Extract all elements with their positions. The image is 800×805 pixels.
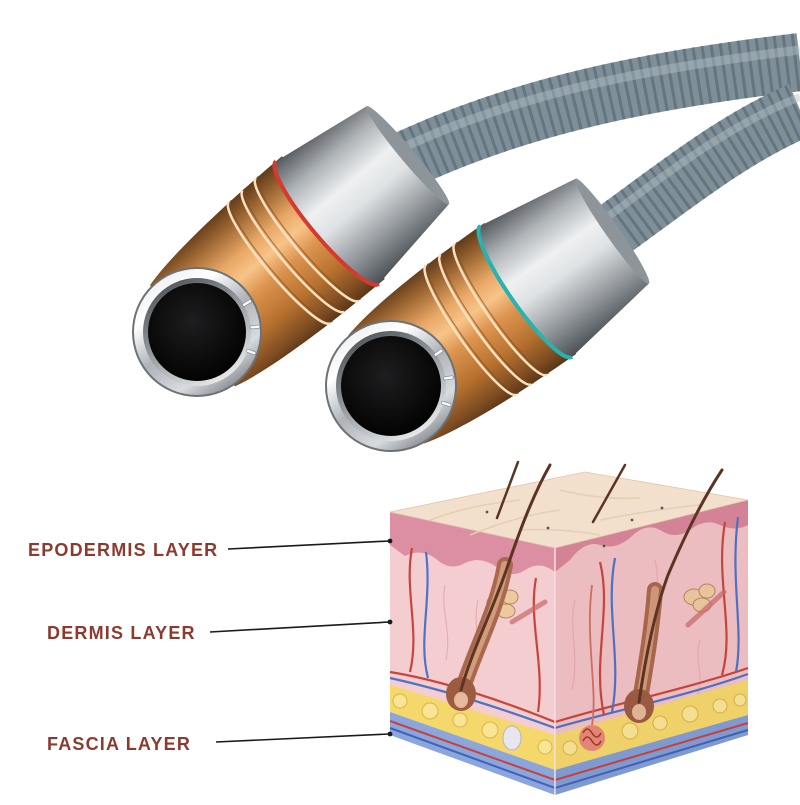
groove (253, 177, 360, 303)
fat-cell (681, 705, 699, 723)
artery (720, 521, 728, 676)
surface-line (519, 528, 601, 536)
left-lens-face (132, 267, 262, 397)
vein (423, 551, 430, 679)
fascia-right-band (555, 715, 748, 795)
fat-cell (537, 739, 553, 755)
epidermis-right-band (555, 500, 748, 572)
left-body-grooves (226, 175, 362, 325)
fat-right-band (555, 680, 748, 770)
fat-cell (421, 702, 439, 720)
arrector-pili-muscle (509, 599, 548, 625)
pores (485, 506, 664, 548)
fascia-left-band (390, 712, 555, 795)
hairs (459, 460, 724, 704)
fat-cell (481, 721, 499, 739)
right-hose-highlight (589, 93, 800, 232)
fascia-leader-line (215, 733, 390, 743)
left-hose-ribs (382, 33, 800, 192)
pore (602, 544, 606, 548)
fat-cell (452, 712, 468, 728)
fascia-layer-label: FASCIA LAYER (47, 734, 191, 754)
groove (423, 264, 518, 397)
left-collar-end (366, 106, 450, 205)
pore (660, 506, 664, 510)
fat-cell (392, 693, 408, 709)
ring-notch (433, 348, 444, 357)
surface-cells (429, 489, 701, 536)
fat-cell (712, 698, 728, 714)
hair-shaft (637, 468, 724, 704)
sweat-duct (588, 584, 595, 726)
left-dermal-papilla (454, 692, 468, 708)
right-black-lens (341, 336, 441, 436)
groove (452, 242, 548, 377)
artery (532, 577, 541, 713)
left-hose-highlight (396, 45, 800, 155)
groove (438, 253, 533, 386)
pore (485, 510, 489, 514)
fat-cell (733, 693, 747, 707)
pore (546, 526, 550, 530)
fat-cell (621, 722, 639, 740)
groove-shadow (256, 175, 362, 301)
pore (630, 518, 634, 522)
dermis-leader-line (209, 621, 390, 633)
cable-hoses (382, 33, 800, 263)
artery (598, 561, 606, 716)
surface-line (599, 504, 701, 521)
groove-shadow (441, 252, 535, 384)
hair-shaft (459, 463, 552, 692)
dermis-leader-dot (387, 619, 393, 625)
right-face-shade (555, 500, 748, 795)
right-dermal-papilla (632, 704, 646, 720)
dermis-fiber (571, 599, 576, 691)
surface-line (429, 499, 521, 521)
layer-labels: EPODERMIS LAYER DERMIS LAYER FASCIA LAYE… (28, 538, 393, 754)
left-silver-collar (274, 106, 449, 285)
ring-notch (443, 375, 454, 381)
epidermis-left-band (390, 512, 555, 575)
surface-line (559, 489, 641, 500)
groove-shadow (455, 241, 550, 375)
epidermis-leader-dot (387, 538, 393, 544)
right-hose (583, 84, 800, 263)
arrector-pili-muscle (685, 589, 727, 628)
ring-notch (441, 400, 452, 407)
right-body-grooves (423, 241, 550, 397)
surface-line (469, 509, 561, 536)
vein (734, 516, 740, 673)
right-teal-ring (476, 224, 574, 360)
gland-lobe (698, 583, 716, 599)
vein (610, 557, 617, 713)
artery (408, 547, 415, 673)
fascia-leader-dot (387, 731, 393, 737)
hair-shaft (591, 463, 627, 524)
groove (240, 189, 346, 314)
fat-cell (562, 740, 578, 756)
skin-cross-section (389, 460, 749, 795)
dermis-fiber (443, 584, 449, 661)
ring-notch (242, 299, 252, 307)
right-collar-end (575, 178, 650, 284)
epidermis-layer-label: EPODERMIS LAYER (28, 540, 218, 560)
skin-top-surface (389, 471, 749, 549)
left-black-lens (148, 283, 246, 381)
fat-cells (392, 693, 747, 756)
ring-notch (249, 324, 261, 330)
ring-notch (245, 348, 257, 356)
sweat-gland-coil (582, 728, 602, 746)
lymph-node (502, 725, 522, 751)
groove-shadow (243, 188, 347, 311)
epidermis-leader-line (227, 540, 390, 550)
right-lens-face (325, 320, 457, 452)
hair-shaft (495, 460, 520, 520)
groove-shadow (426, 262, 520, 394)
groove-shadow (229, 199, 334, 323)
groove (226, 201, 332, 325)
left-red-ring (272, 159, 380, 287)
fat-cell (652, 715, 668, 731)
dermis-layer-label: DERMIS LAYER (47, 623, 196, 643)
